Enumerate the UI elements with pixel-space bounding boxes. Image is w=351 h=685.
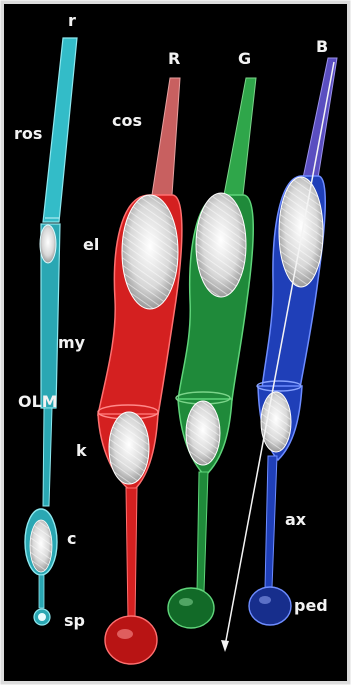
blue-cone-ellipsoid-texture bbox=[279, 177, 323, 287]
label-blue-cone: B bbox=[316, 38, 328, 56]
label-spherule: sp bbox=[64, 612, 85, 630]
green-cone-nucleus-texture bbox=[186, 401, 220, 465]
rod-ellipsoid bbox=[40, 225, 56, 263]
green-cone-pedicle bbox=[168, 588, 214, 628]
label-ellipsoid: el bbox=[83, 236, 99, 254]
label-k: k bbox=[76, 442, 87, 460]
label-axon: ax bbox=[285, 511, 306, 529]
rod-axon bbox=[39, 575, 44, 608]
label-cell-body: c bbox=[67, 530, 76, 548]
label-red-cone: R bbox=[168, 50, 180, 68]
blue-pedicle-highlight bbox=[259, 596, 271, 604]
red-pedicle-highlight bbox=[117, 629, 133, 639]
blue-cone-nucleus-texture bbox=[261, 392, 291, 452]
label-myoid: my bbox=[58, 334, 85, 352]
red-cone-pedicle bbox=[105, 616, 157, 664]
blue-cone-pedicle bbox=[249, 587, 291, 625]
label-green-cone: G bbox=[238, 50, 251, 68]
label-pedicle: ped bbox=[294, 597, 328, 615]
label-cone-outer-segment: cos bbox=[112, 112, 142, 130]
rod-spherule-core bbox=[38, 613, 46, 621]
red-cone-ellipsoid-texture bbox=[122, 195, 178, 309]
green-cone-ellipsoid-texture bbox=[196, 193, 246, 297]
label-rod-outer-segment: ros bbox=[14, 125, 42, 143]
rod-nucleus-texture bbox=[30, 520, 52, 572]
green-pedicle-highlight bbox=[179, 598, 193, 606]
label-outer-limiting-membrane: OLM bbox=[18, 393, 58, 411]
label-rod: r bbox=[68, 12, 76, 30]
red-cone-nucleus-texture bbox=[109, 412, 149, 484]
red-cone-axon bbox=[126, 488, 137, 620]
